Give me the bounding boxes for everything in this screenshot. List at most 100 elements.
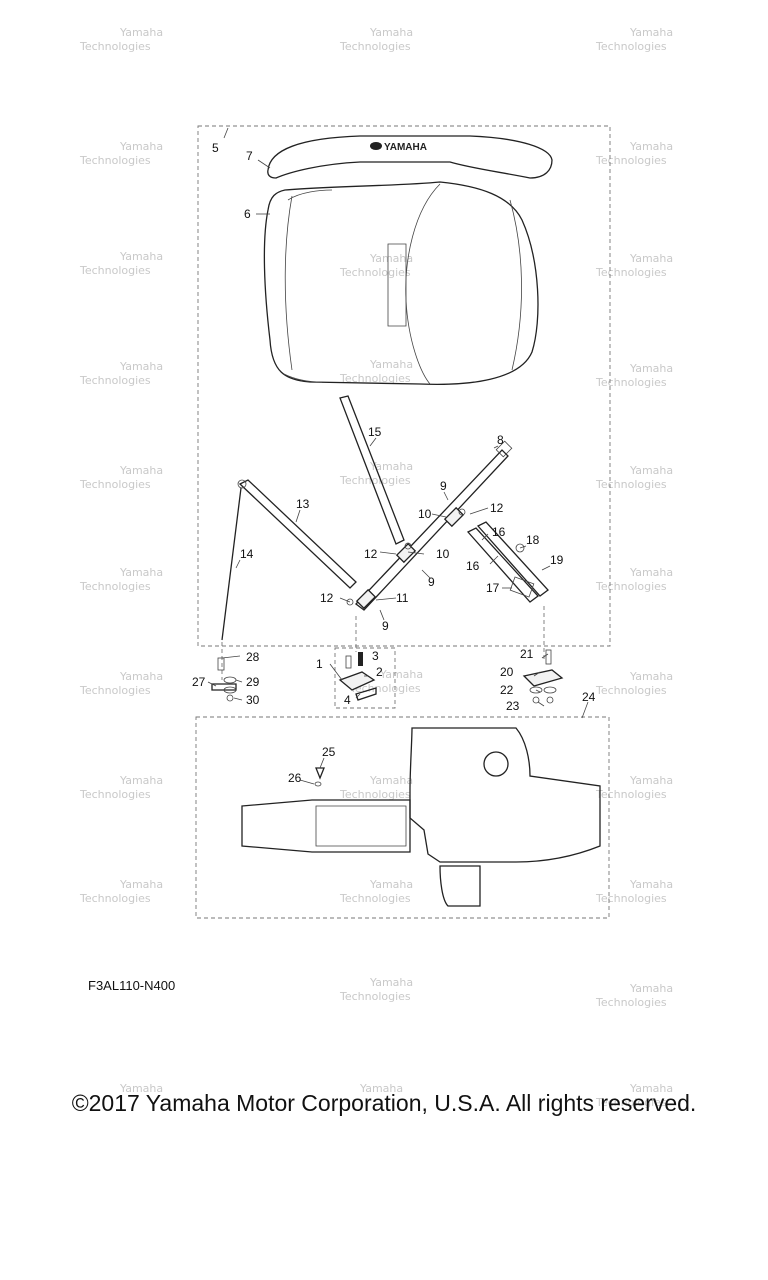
svg-text:Technologies: Technologies [595, 154, 667, 167]
callout-12: 12 [364, 547, 378, 561]
svg-text:Technologies: Technologies [595, 788, 667, 801]
svg-text:Yamaha: Yamaha [119, 250, 163, 263]
callout-9: 9 [382, 619, 389, 633]
model-code: F3AL110-N400 [88, 978, 176, 993]
svg-text:Technologies: Technologies [339, 266, 411, 279]
svg-text:Yamaha: Yamaha [369, 252, 413, 265]
svg-text:Yamaha: Yamaha [119, 878, 163, 891]
callout-12: 12 [490, 501, 504, 515]
callout-5: 5 [212, 141, 219, 155]
callout-26: 26 [288, 771, 302, 785]
callout-22: 22 [500, 683, 514, 697]
svg-text:Yamaha: Yamaha [369, 878, 413, 891]
svg-text:Yamaha: Yamaha [629, 464, 673, 477]
svg-text:Technologies: Technologies [595, 996, 667, 1009]
svg-text:Technologies: Technologies [339, 990, 411, 1003]
svg-text:Yamaha: Yamaha [629, 982, 673, 995]
leader-lines [207, 127, 589, 785]
callout-10: 10 [436, 547, 450, 561]
svg-text:Technologies: Technologies [79, 580, 151, 593]
callout-30: 30 [246, 693, 260, 707]
callout-20: 20 [500, 665, 514, 679]
callout-17: 17 [486, 581, 500, 595]
svg-text:Technologies: Technologies [595, 478, 667, 491]
assembly-box-top [197, 125, 611, 647]
svg-text:Technologies: Technologies [349, 682, 421, 695]
copyright-notice: ©2017 Yamaha Motor Corporation, U.S.A. A… [71, 1090, 697, 1116]
svg-text:Technologies: Technologies [595, 1096, 667, 1109]
frame-tube-left [237, 479, 357, 589]
svg-text:Technologies: Technologies [339, 474, 411, 487]
svg-text:Yamaha: Yamaha [119, 360, 163, 373]
svg-text:Yamaha: Yamaha [369, 976, 413, 989]
svg-text:Technologies: Technologies [595, 892, 667, 905]
callout-18: 18 [526, 533, 540, 547]
callout-16: 16 [466, 559, 480, 573]
callout-7: 7 [246, 149, 253, 163]
svg-text:Technologies: Technologies [595, 580, 667, 593]
canvas-top [263, 181, 539, 385]
callout-24: 24 [582, 690, 596, 704]
callout-labels: 5 7 6 15 8 9 10 12 13 16 18 14 12 10 19 … [192, 141, 596, 785]
svg-text:Yamaha: Yamaha [369, 460, 413, 473]
svg-text:Technologies: Technologies [79, 892, 151, 905]
callout-1: 1 [316, 657, 323, 671]
callout-12: 12 [320, 591, 334, 605]
frame-tube-center [339, 395, 405, 545]
callout-29: 29 [246, 675, 260, 689]
svg-text:Technologies: Technologies [79, 478, 151, 491]
svg-text:Yamaha: Yamaha [629, 26, 673, 39]
svg-text:Yamaha: Yamaha [629, 774, 673, 787]
callout-16: 16 [492, 525, 506, 539]
svg-text:Technologies: Technologies [339, 372, 411, 385]
svg-text:YAMAHA: YAMAHA [384, 142, 427, 153]
assembly-box-bottom [195, 716, 610, 919]
callout-21: 21 [520, 647, 534, 661]
svg-text:Technologies: Technologies [79, 684, 151, 697]
svg-text:Yamaha: Yamaha [119, 464, 163, 477]
svg-text:Yamaha: Yamaha [629, 670, 673, 683]
callout-9: 9 [440, 479, 447, 493]
svg-text:Yamaha: Yamaha [119, 670, 163, 683]
callout-14: 14 [240, 547, 254, 561]
strap [221, 487, 242, 641]
svg-text:Yamaha: Yamaha [379, 668, 423, 681]
svg-text:Yamaha: Yamaha [119, 26, 163, 39]
callout-13: 13 [296, 497, 310, 511]
callout-8: 8 [497, 433, 504, 447]
callout-15: 15 [368, 425, 382, 439]
callout-4: 4 [344, 693, 351, 707]
svg-text:Technologies: Technologies [339, 788, 411, 801]
svg-text:Yamaha: Yamaha [119, 774, 163, 787]
svg-text:Technologies: Technologies [339, 892, 411, 905]
svg-text:Technologies: Technologies [79, 374, 151, 387]
svg-text:Technologies: Technologies [595, 266, 667, 279]
fittings [346, 506, 525, 610]
svg-text:Yamaha: Yamaha [369, 774, 413, 787]
deck-mat [241, 727, 601, 907]
svg-text:Yamaha: Yamaha [629, 140, 673, 153]
svg-text:Yamaha: Yamaha [629, 252, 673, 265]
callout-25: 25 [322, 745, 336, 759]
callout-23: 23 [506, 699, 520, 713]
svg-text:Yamaha: Yamaha [359, 1082, 403, 1095]
cover-panel: YAMAHA [267, 135, 553, 179]
svg-text:Yamaha: Yamaha [119, 140, 163, 153]
svg-text:Technologies: Technologies [79, 264, 151, 277]
bracket-assembly [338, 652, 377, 701]
svg-text:Yamaha: Yamaha [629, 566, 673, 579]
svg-text:Yamaha: Yamaha [629, 362, 673, 375]
svg-text:Yamaha: Yamaha [629, 878, 673, 891]
hardware-right [522, 649, 564, 704]
svg-text:Technologies: Technologies [79, 154, 151, 167]
callout-3: 3 [372, 649, 379, 663]
svg-text:Technologies: Technologies [595, 376, 667, 389]
callout-2: 2 [376, 665, 383, 679]
clip-fastener [314, 767, 325, 787]
svg-text:Technologies: Technologies [595, 684, 667, 697]
svg-text:Yamaha: Yamaha [629, 1082, 673, 1095]
svg-text:Yamaha: Yamaha [119, 1082, 163, 1095]
